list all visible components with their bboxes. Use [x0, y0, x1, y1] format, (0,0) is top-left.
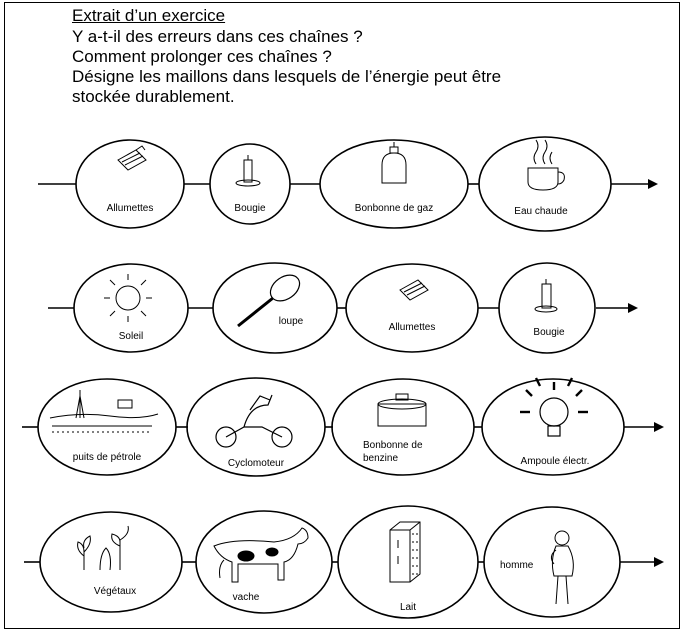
chain-link [478, 136, 612, 232]
chain-link [195, 510, 333, 614]
cow-icon [213, 527, 309, 583]
question-errors: Y a-t-il des erreurs dans ces chaînes ? [72, 27, 363, 46]
chain-link [319, 139, 469, 229]
chain-link [345, 263, 479, 353]
light-bulb-icon [520, 377, 588, 437]
fuel-can-icon [377, 393, 427, 427]
chain-link-label: Bougie [234, 203, 266, 214]
chain-link-label: Cyclomoteur [228, 458, 285, 469]
matchbox-icon [399, 279, 429, 301]
chain-link-label: Eau chaude [514, 206, 568, 217]
question-storage: Désigne les maillons dans lesquels de l’… [72, 67, 502, 86]
chain-link-label: Ampoule électr. [521, 456, 590, 467]
chain-link-label: Allumettes [389, 322, 436, 333]
chain-link-label: vache [233, 592, 260, 603]
chain-link-label: Bonbonne de gaz [355, 203, 433, 214]
energy-chain [48, 262, 638, 354]
question-storage-cont: stockée durablement. [72, 87, 235, 106]
plants-icon [77, 525, 129, 571]
candle-icon [235, 155, 261, 187]
chain-link-label: benzine [363, 453, 398, 464]
milk-carton-icon [389, 521, 421, 583]
question-extend: Comment prolonger ces chaînes ? [72, 47, 332, 66]
chain-link-label: Lait [400, 602, 416, 613]
oil-well-icon [49, 390, 159, 433]
chain-link-label: homme [500, 560, 534, 571]
chain-link [481, 378, 625, 476]
chain-link [331, 378, 475, 476]
person-icon [550, 530, 574, 605]
candle-icon [534, 279, 558, 313]
chain-link [483, 506, 621, 618]
chain-link-label: Végétaux [94, 586, 136, 597]
energy-chain [38, 136, 658, 232]
moped-icon [215, 394, 293, 448]
chain-link [337, 505, 479, 619]
sun-icon [104, 274, 152, 322]
chain-link-label: Bonbonne de [363, 440, 423, 451]
chain-link-label: loupe [279, 316, 304, 327]
chain-link [209, 143, 291, 225]
energy-chain [22, 377, 664, 477]
magnifier-icon [237, 274, 301, 328]
matchbox-icon [117, 145, 147, 171]
chain-link [498, 262, 596, 354]
chain-link [73, 263, 189, 353]
chain-link [186, 377, 326, 477]
hot-cup-icon [527, 139, 565, 191]
chain-link [39, 511, 183, 613]
chain-link-label: Soleil [119, 331, 143, 342]
chain-link-label: Allumettes [107, 203, 154, 214]
chain-link-label: Bougie [533, 327, 565, 338]
energy-chain [24, 505, 664, 619]
exercise-title: Extrait d’un exercice [72, 6, 226, 25]
chain-link [37, 378, 177, 476]
chain-link [212, 262, 338, 354]
gas-canister-icon [381, 142, 407, 184]
chain-link-label: puits de pétrole [73, 452, 142, 463]
exercise-frame [4, 2, 680, 629]
chain-link [75, 139, 185, 229]
